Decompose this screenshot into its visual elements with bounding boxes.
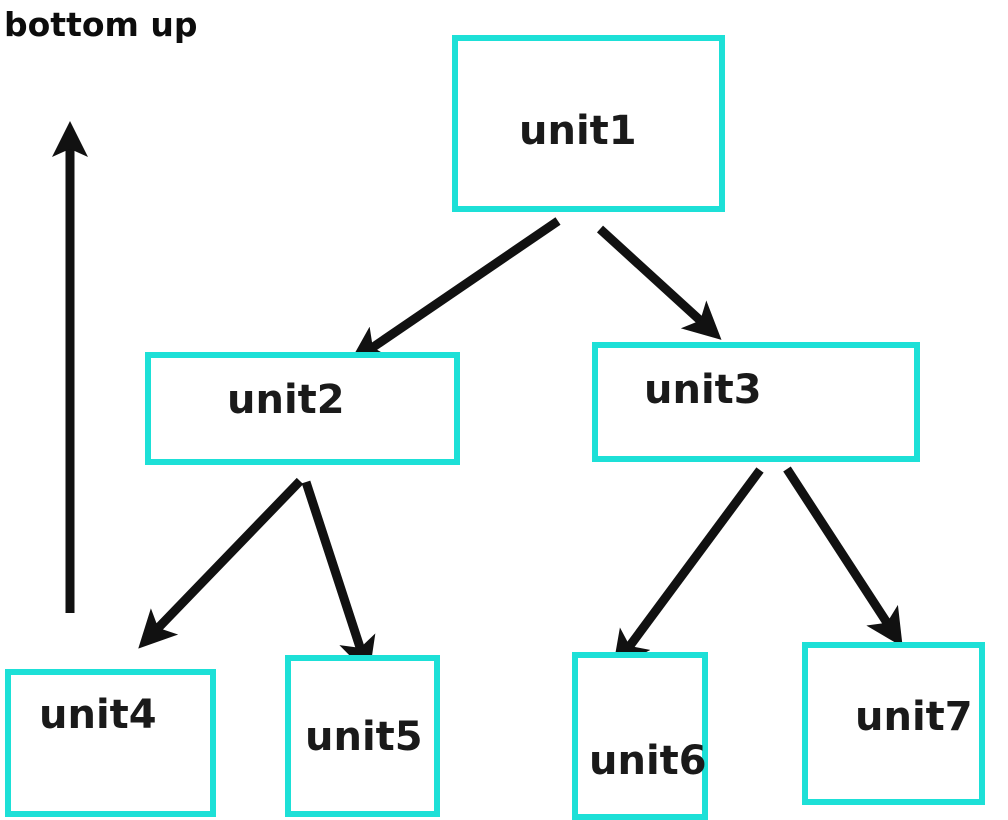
edge-unit3-unit7 [783,466,903,647]
edge-unit1-unit3 [596,225,722,340]
node-unit6[interactable] [572,652,708,820]
node-unit1-label: unit1 [519,108,637,154]
node-unit7[interactable] [802,642,985,805]
node-unit5[interactable] [285,655,440,817]
node-unit3-label: unit3 [644,367,762,413]
node-unit4[interactable] [5,669,216,817]
node-unit4-label: unit4 [39,692,157,738]
edge-unit1-unit2 [349,217,561,364]
edge-unit2-unit5 [301,480,376,676]
node-unit6-label: unit6 [589,738,707,784]
node-unit2-label: unit2 [227,377,345,423]
node-unit2[interactable] [145,352,460,465]
node-unit5-label: unit5 [305,714,423,760]
node-unit3[interactable] [592,342,920,462]
bottom-up-caption: bottom up [4,5,198,44]
node-unit1[interactable] [452,35,725,212]
edge-unit3-unit6 [612,467,764,670]
edge-unit2-unit4 [138,477,304,649]
node-unit7-label: unit7 [855,694,973,740]
